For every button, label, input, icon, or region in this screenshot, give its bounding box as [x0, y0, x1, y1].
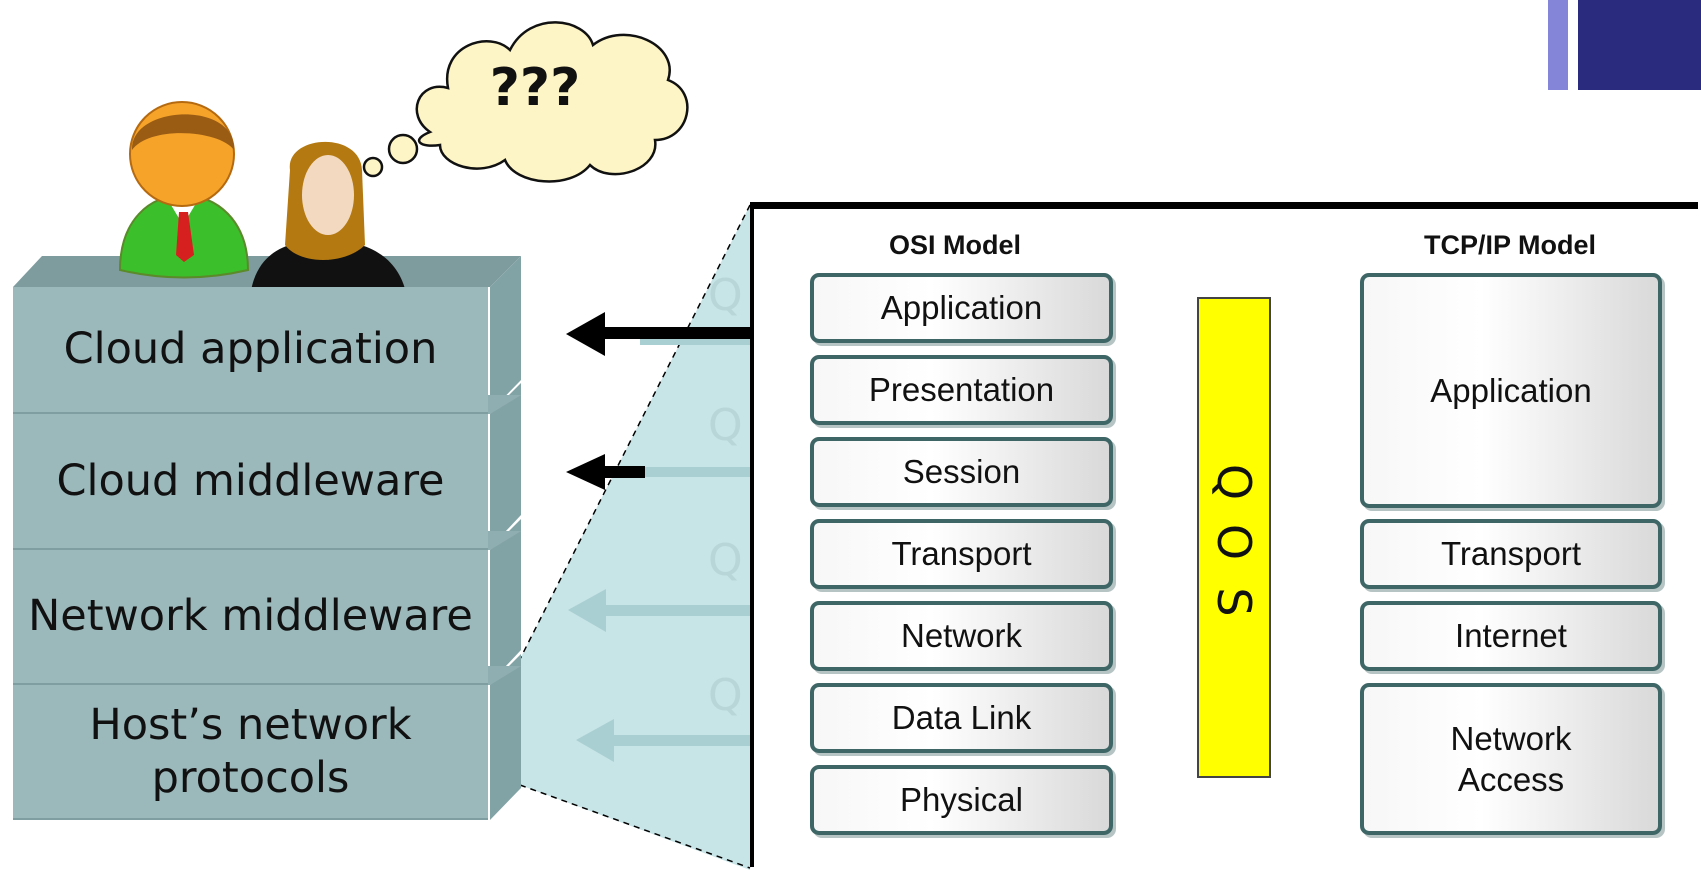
faded-arrow	[568, 589, 750, 632]
tcpip-layer-internet: Internet	[1360, 601, 1662, 671]
stack-block-network-middleware: Network middleware	[13, 550, 488, 685]
stack-label: Network middleware	[28, 591, 473, 642]
thought-bubble-text: ???	[489, 58, 581, 118]
faded-q-mark: Q	[708, 535, 743, 586]
osi-layer-session: Session	[810, 437, 1113, 507]
accent-bar-dark	[1578, 0, 1701, 90]
qos-letter: Q	[1207, 463, 1261, 501]
tcpip-layer-application: Application	[1360, 273, 1662, 508]
thought-cloud	[362, 21, 689, 183]
osi-layer-physical: Physical	[810, 765, 1113, 835]
stack-label: Cloud application	[63, 324, 438, 375]
stack-label: Host’s network protocols	[89, 700, 412, 803]
faded-q-mark: Q	[708, 400, 743, 451]
tcpip-model-title: TCP/IP Model	[1423, 230, 1597, 260]
woman-avatar	[250, 141, 407, 298]
arrow-to-cloud-middleware	[566, 454, 645, 490]
accent-bar-light	[1548, 0, 1568, 90]
stack-label: Cloud middleware	[56, 455, 445, 506]
tcpip-layer-network-access: Network Access	[1360, 683, 1662, 835]
osi-layer-application: Application	[810, 273, 1113, 343]
osi-layer-network: Network	[810, 601, 1113, 671]
arrow-to-cloud-application	[566, 312, 750, 356]
faded-q-mark: Q	[708, 270, 743, 321]
man-avatar	[118, 101, 250, 279]
tcpip-layer-transport: Transport	[1360, 519, 1662, 589]
osi-layer-data-link: Data Link	[810, 683, 1113, 753]
osi-layer-transport: Transport	[810, 519, 1113, 589]
faded-arrow	[576, 719, 750, 762]
osi-model-title: OSI Model	[888, 230, 1021, 260]
qos-bar	[1197, 297, 1271, 778]
stack-block-host-network-protocols: Host’s network protocols	[13, 685, 488, 820]
faded-q-mark: Q	[708, 670, 743, 721]
stack-block-cloud-application: Cloud application	[13, 287, 488, 414]
stack-block-cloud-middleware: Cloud middleware	[13, 414, 488, 550]
qos-letter: O	[1207, 523, 1261, 561]
qos-letter: S	[1207, 587, 1261, 617]
zoom-projection	[518, 205, 750, 870]
osi-layer-presentation: Presentation	[810, 355, 1113, 425]
